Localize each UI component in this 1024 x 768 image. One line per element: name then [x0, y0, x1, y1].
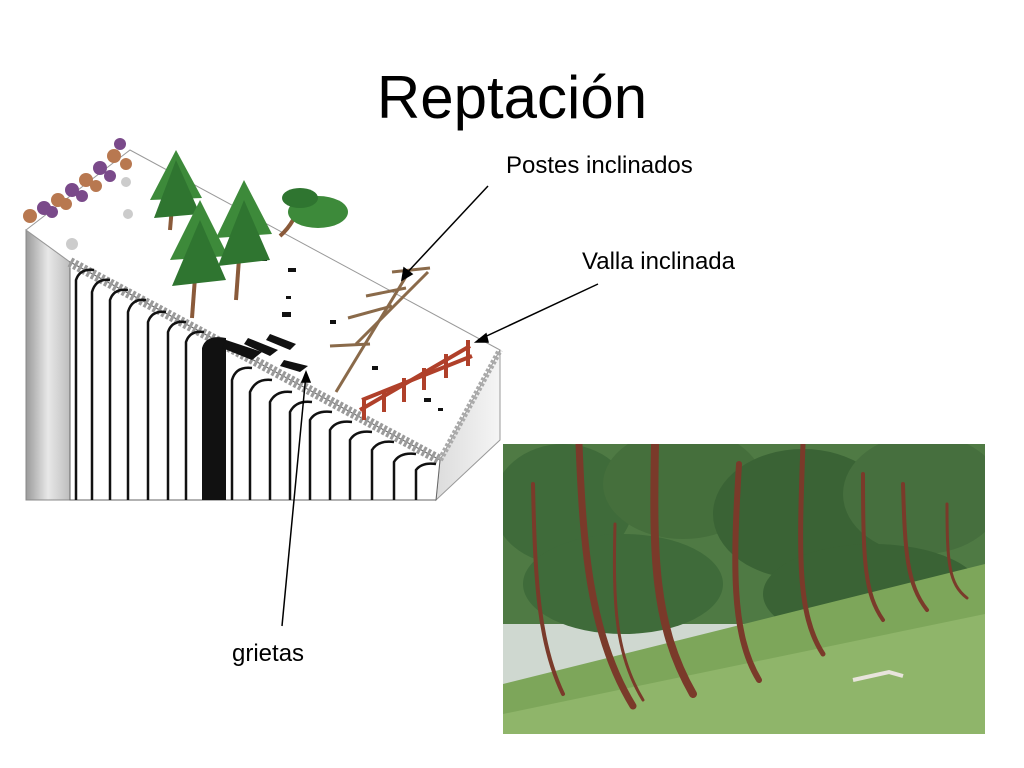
block-left-face: [25, 229, 71, 501]
tilted-posts: [329, 266, 431, 393]
trees: [150, 150, 348, 319]
surface-cracks: [222, 258, 443, 411]
pointer-grietas: [281, 369, 312, 627]
rock-cluster: [23, 138, 133, 250]
pointer-valla: [473, 283, 599, 343]
dark-stratum: [202, 337, 226, 500]
label-valla-inclinada: Valla inclinada: [582, 248, 735, 275]
curved-trees-photo: [503, 444, 985, 734]
tilted-fence: [358, 340, 473, 420]
pointer-postes: [400, 185, 489, 282]
bent-strata: [74, 268, 437, 500]
label-postes-inclinados: Postes inclinados: [506, 152, 693, 179]
label-grietas: grietas: [232, 640, 305, 667]
slide-title: Reptación: [376, 64, 648, 131]
block-front-face: [69, 261, 441, 501]
